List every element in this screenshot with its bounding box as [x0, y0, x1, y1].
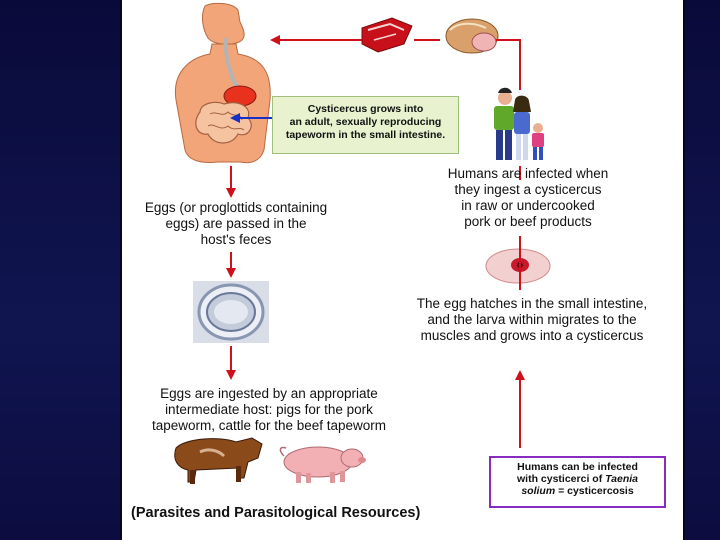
egg-hatches-text: The egg hatches in the small intestine, … — [384, 296, 680, 344]
family-illustration — [494, 88, 544, 160]
arrow-family-to-meat — [496, 40, 520, 90]
cysticercus-micrograph — [486, 249, 550, 283]
cysticercosis-line: with cysticerci of Taenia — [491, 473, 664, 485]
adult-box-line: an adult, sexually reproducing — [273, 116, 458, 129]
cysticercosis-text: with cysticerci of — [517, 473, 605, 485]
cysticercosis-line: solium = cysticercosis — [491, 485, 664, 497]
adult-tapeworm-box: Cysticercus grows into an adult, sexuall… — [272, 96, 459, 154]
eggs-passed-line: Eggs (or proglottids containing — [122, 200, 350, 216]
humans-infected-line: in raw or undercooked — [418, 198, 638, 214]
eggs-ingested-line: intermediate host: pigs for the pork — [130, 402, 408, 418]
egg-hatches-line: muscles and grows into a cysticercus — [384, 328, 680, 344]
egg-hatches-line: The egg hatches in the small intestine, — [384, 296, 680, 312]
eggs-passed-line: host's feces — [122, 232, 350, 248]
meat-steak-illustration — [362, 18, 412, 52]
human-torso-illustration — [175, 3, 270, 162]
source-credit: (Parasites and Parasitological Resources… — [131, 505, 420, 521]
eggs-ingested-line: Eggs are ingested by an appropriate — [130, 386, 408, 402]
egg-micrograph — [193, 281, 269, 343]
humans-infected-text: Humans are infected when they ingest a c… — [418, 166, 638, 230]
pork-roast-illustration — [446, 19, 498, 53]
humans-infected-line: pork or beef products — [418, 214, 638, 230]
eggs-passed-line: eggs) are passed in the — [122, 216, 350, 232]
cysticercosis-line: Humans can be infected — [491, 461, 664, 473]
cysticercosis-text: = cysticercosis — [555, 485, 634, 497]
humans-infected-line: Humans are infected when — [418, 166, 638, 182]
eggs-passed-text: Eggs (or proglottids containing eggs) ar… — [122, 200, 350, 248]
humans-infected-line: they ingest a cysticercus — [418, 182, 638, 198]
cow-illustration — [175, 438, 262, 484]
egg-hatches-line: and the larva within migrates to the — [384, 312, 680, 328]
eggs-ingested-line: tapeworm, cattle for the beef tapeworm — [130, 418, 408, 434]
eggs-ingested-text: Eggs are ingested by an appropriate inte… — [130, 386, 408, 434]
genus-name: Taenia — [605, 473, 638, 485]
cysticercosis-box: Humans can be infected with cysticerci o… — [489, 456, 666, 508]
adult-box-line: tapeworm in the small intestine. — [273, 129, 458, 142]
species-name: solium — [521, 485, 555, 497]
adult-box-line: Cysticercus grows into — [273, 103, 458, 116]
pig-illustration — [280, 447, 366, 483]
